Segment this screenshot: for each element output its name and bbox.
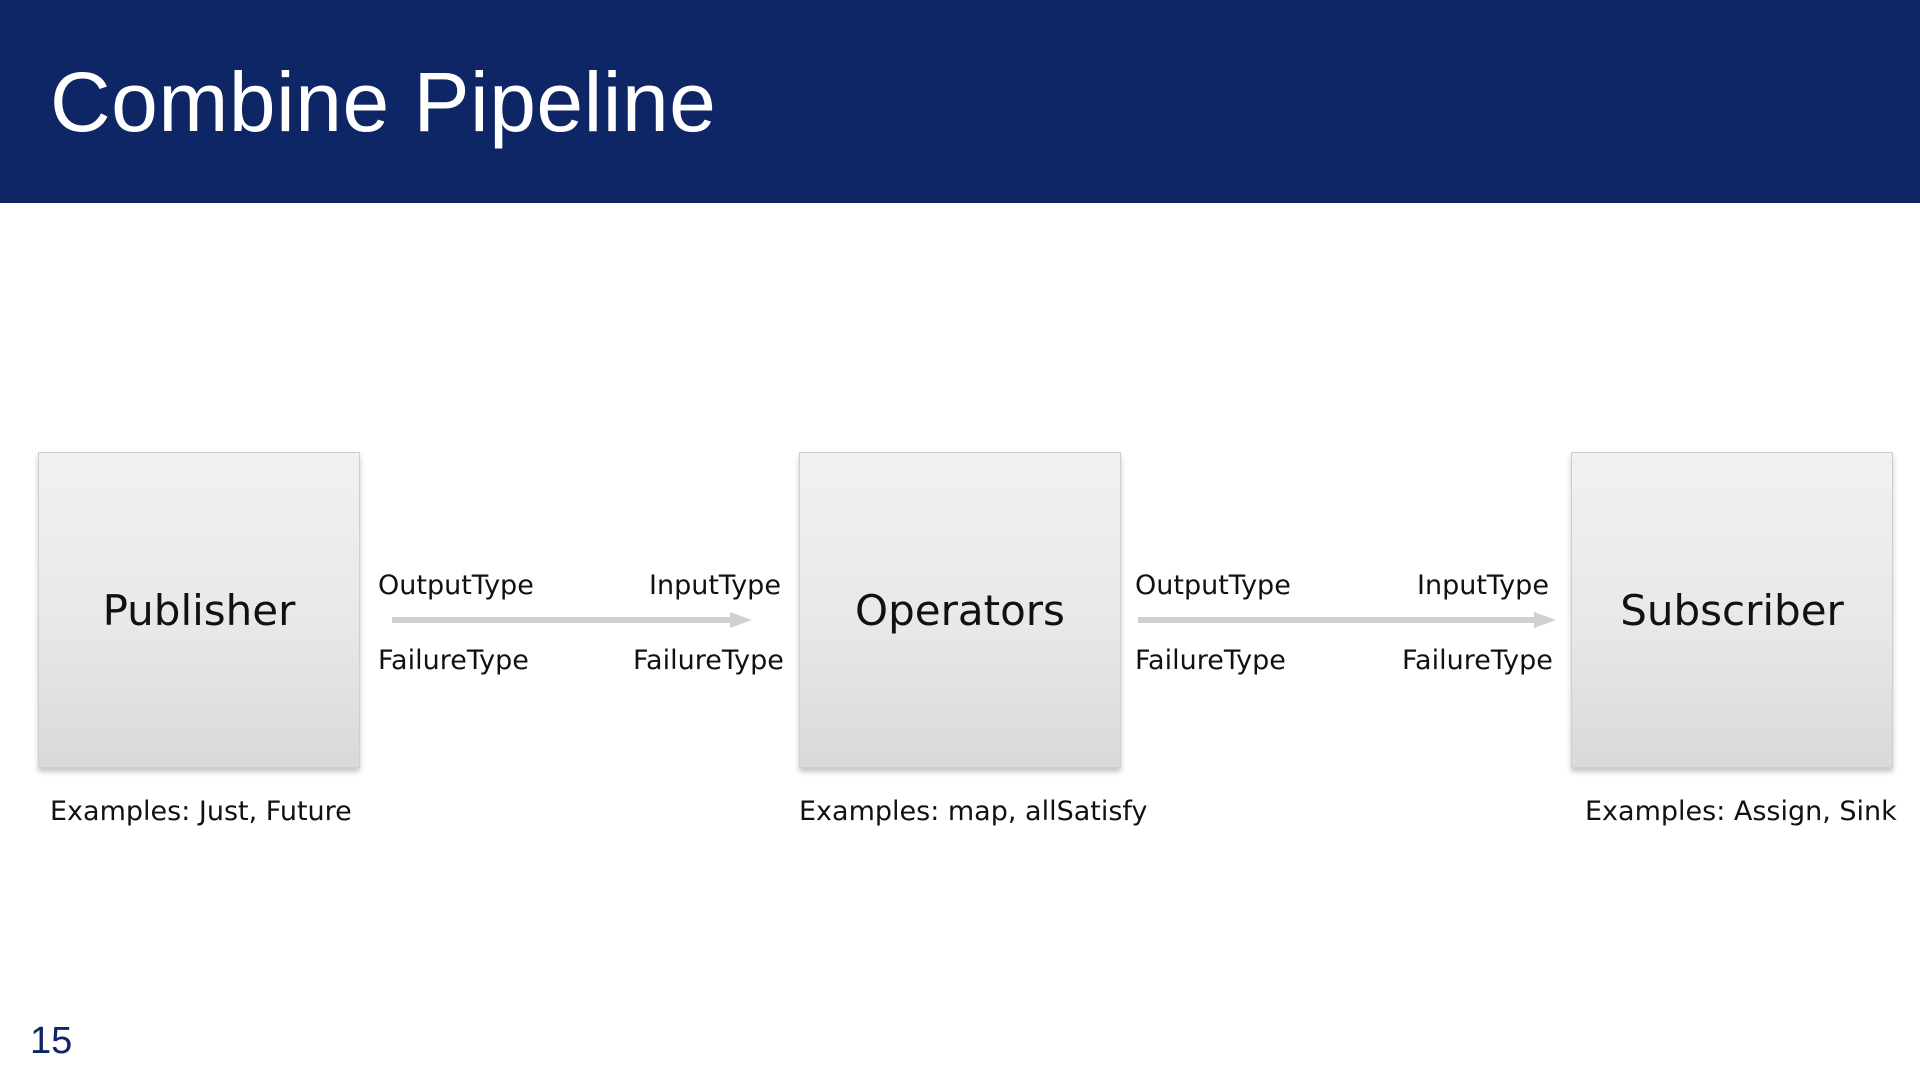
edge2-output-type-label: OutputType	[1135, 570, 1291, 601]
publisher-examples: Examples: Just, Future	[50, 796, 352, 827]
operators-examples: Examples: map, allSatisfy	[799, 796, 1148, 827]
edge2-arrow-head	[1534, 612, 1556, 628]
edge2-input-type-label: InputType	[1417, 570, 1549, 601]
subscriber-examples: Examples: Assign, Sink	[1585, 796, 1897, 827]
edge1-arrow-head	[730, 612, 752, 628]
publisher-label: Publisher	[102, 585, 296, 635]
edge1-input-type-label: InputType	[649, 570, 781, 601]
edge1-output-type-label: OutputType	[378, 570, 534, 601]
edge2-target-failure-type-label: FailureType	[1402, 645, 1553, 676]
title-bar: Combine Pipeline	[0, 0, 1920, 203]
edge2-source-failure-type-label: FailureType	[1135, 645, 1286, 676]
edge1-target-failure-type-label: FailureType	[633, 645, 784, 676]
edge1-source-failure-type-label: FailureType	[378, 645, 529, 676]
subscriber-label: Subscriber	[1620, 585, 1844, 635]
slide-title: Combine Pipeline	[50, 55, 717, 149]
page-number: 15	[30, 1020, 73, 1062]
edge1-arrow	[392, 612, 752, 628]
edge2-arrow	[1138, 612, 1556, 628]
operators-box: Operators	[799, 452, 1121, 768]
publisher-box: Publisher	[38, 452, 360, 768]
operators-label: Operators	[855, 585, 1065, 635]
subscriber-box: Subscriber	[1571, 452, 1893, 768]
